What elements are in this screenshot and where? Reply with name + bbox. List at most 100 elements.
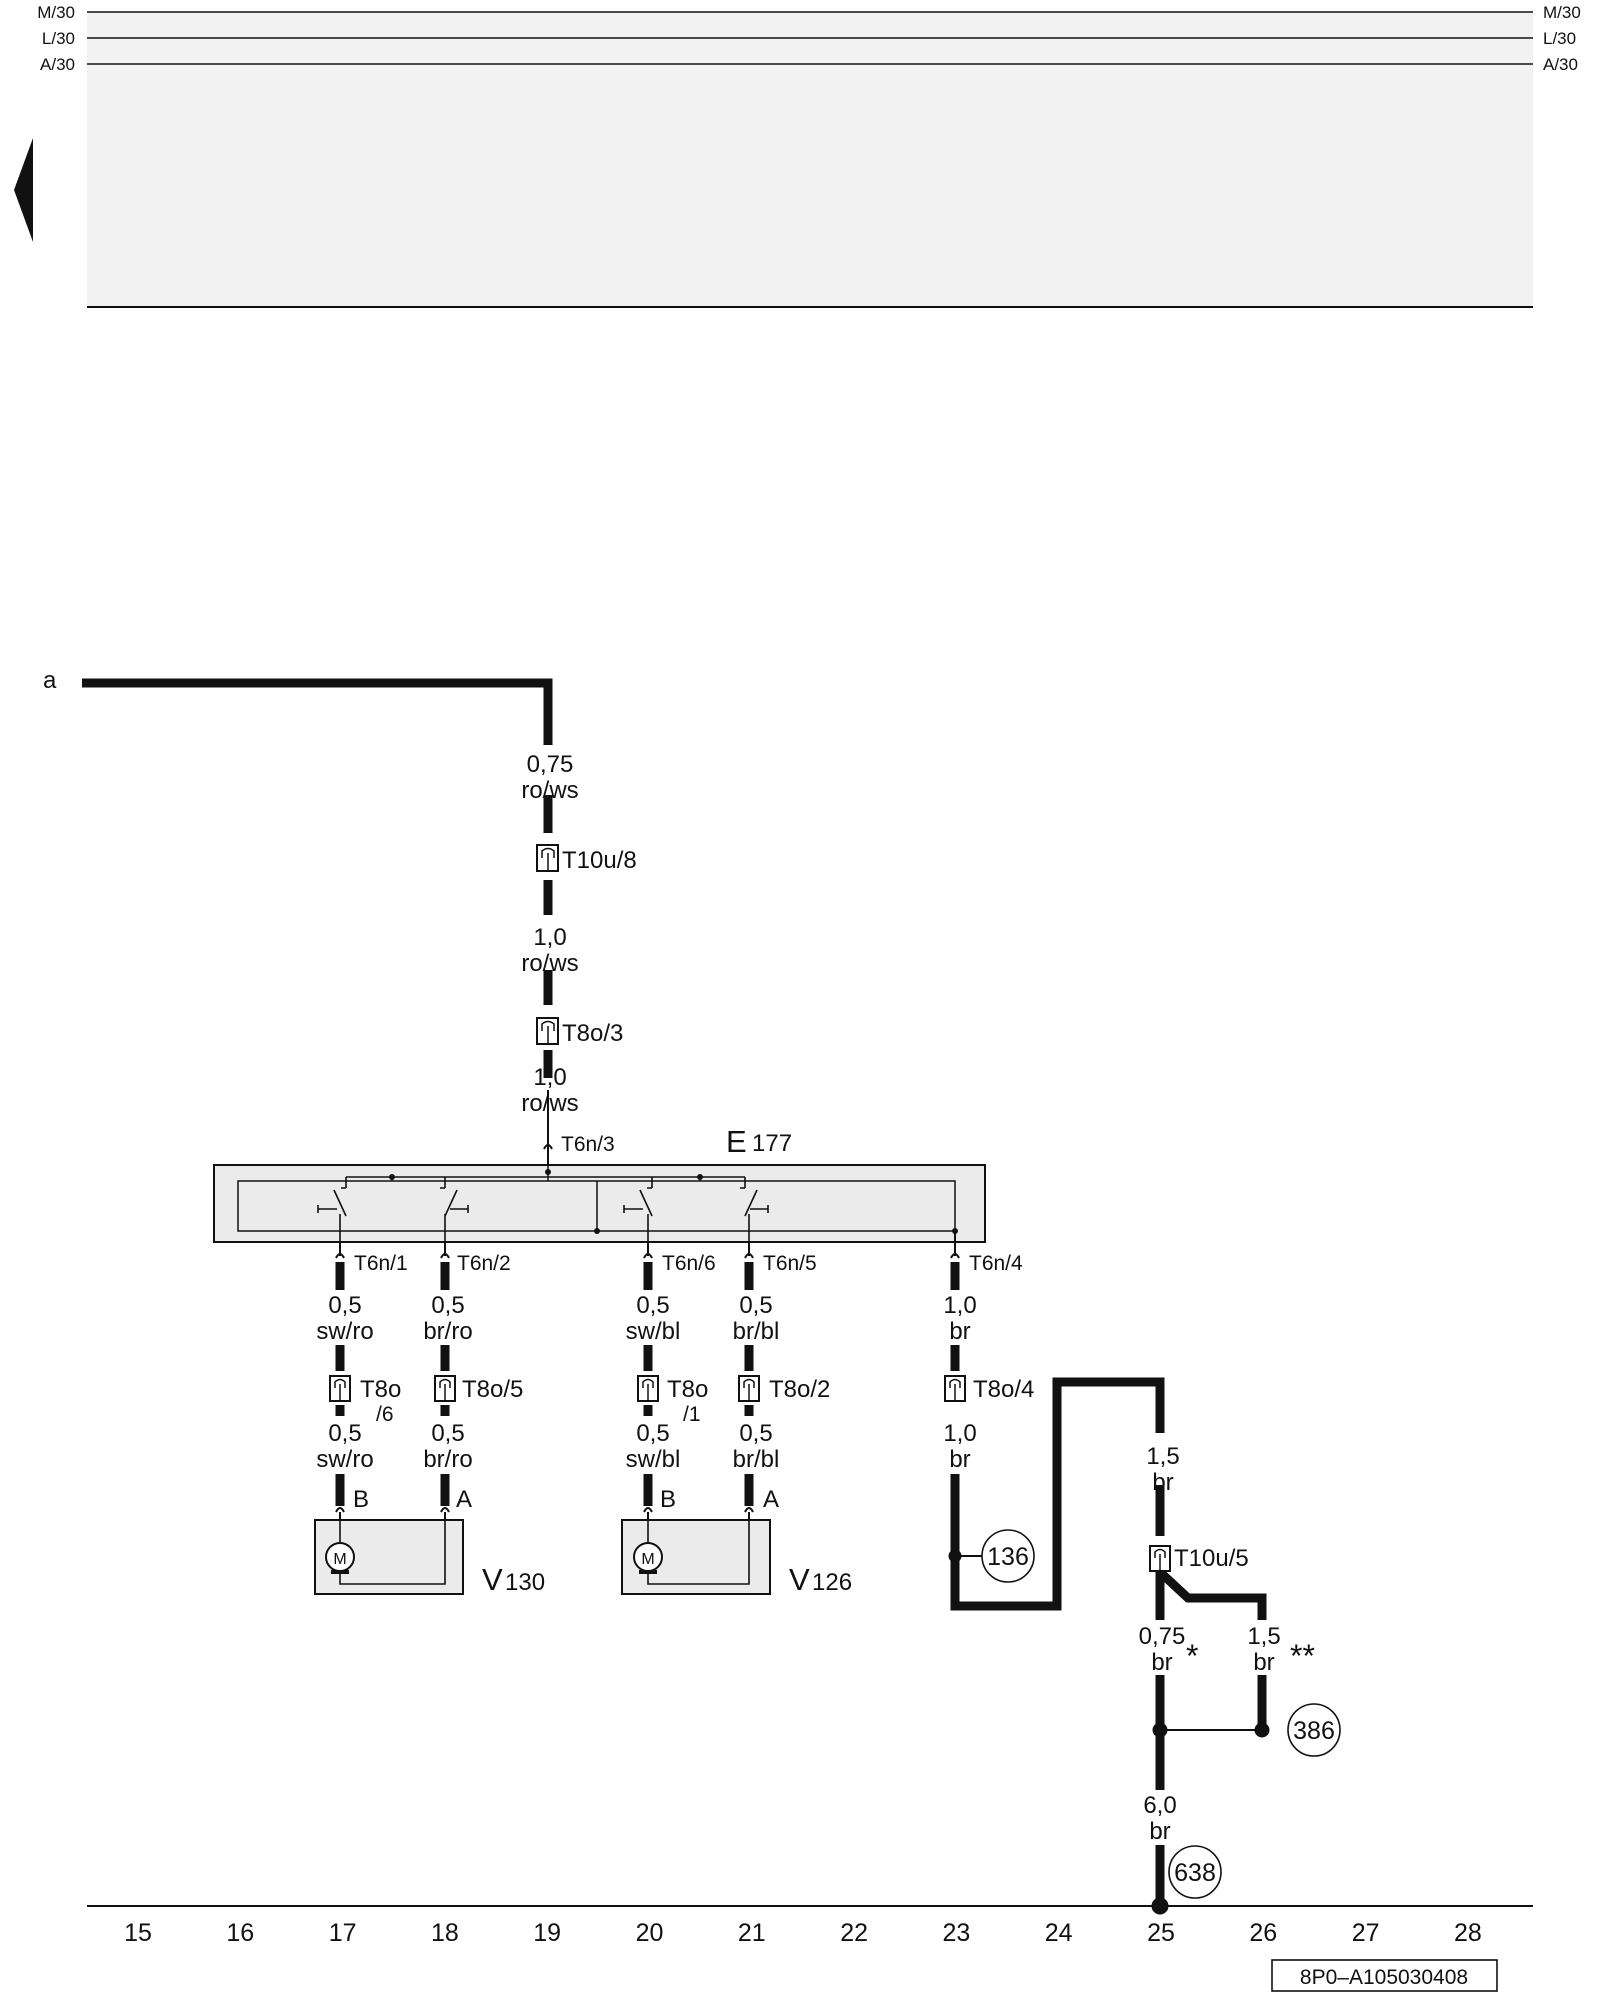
wire-size: 1,0	[943, 1420, 976, 1447]
variant-marker: *	[1186, 1638, 1198, 1674]
wire-color: br	[1151, 1649, 1172, 1676]
column-number: 19	[533, 1919, 561, 1947]
wire-size: 0,5	[636, 1292, 669, 1319]
wire-color: sw/bl	[626, 1446, 681, 1473]
component-letter-v: V	[482, 1562, 503, 1597]
ground-point-136[interactable]: 136	[981, 1529, 1035, 1583]
motor-v126: M V 126	[621, 1519, 852, 1597]
wire-color: br	[949, 1318, 970, 1345]
component-number-130: 130	[505, 1569, 545, 1596]
rail-label-left-m30: M/30	[37, 3, 75, 22]
wire-color: sw/ro	[316, 1446, 373, 1473]
rail-label-right-l30: L/30	[1543, 29, 1576, 48]
connector-label: T8o	[667, 1376, 708, 1403]
wire-size: 6,0	[1143, 1792, 1176, 1819]
connector-t10u8: T10u/8	[536, 844, 637, 874]
wire-color: ro/ws	[521, 1090, 578, 1117]
pin-label-t6n4: T6n/4	[969, 1252, 1023, 1275]
wire-size: 0,75	[527, 751, 574, 778]
wire-size: 0,75	[1139, 1623, 1186, 1650]
connector-t8o3: T8o/3	[536, 1017, 623, 1047]
ground-point-label: 386	[1293, 1717, 1335, 1745]
pin-label-t6n1: T6n/1	[354, 1252, 408, 1275]
motor-v130: M V 130	[314, 1519, 545, 1597]
component-letter-e: E	[726, 1124, 747, 1159]
connector-label: T10u/5	[1174, 1545, 1249, 1572]
wire-color: ro/ws	[521, 950, 578, 977]
rail-label-left-l30: L/30	[42, 29, 75, 48]
connector-label: T8o/3	[562, 1020, 623, 1047]
wire-size: 0,5	[739, 1292, 772, 1319]
column-number: 26	[1249, 1919, 1277, 1947]
e177-output-wires	[335, 1231, 960, 1520]
column-number: 28	[1454, 1919, 1482, 1947]
pin-label-t6n3: T6n/3	[561, 1133, 615, 1156]
motor-symbol-label: M	[333, 1551, 346, 1568]
column-number: 18	[431, 1919, 459, 1947]
connector-label: /6	[376, 1403, 394, 1426]
column-number: 25	[1147, 1919, 1175, 1947]
wire-a-label: a	[43, 667, 57, 694]
wire-color: br	[1152, 1469, 1173, 1496]
wire-a-to-e177: a 0,75 ro/ws 1,0 ro/ws 1,0 ro/ws	[43, 667, 579, 1176]
component-letter-v: V	[789, 1562, 810, 1597]
wire-size: 0,5	[636, 1420, 669, 1447]
wire-color: br/bl	[733, 1318, 780, 1345]
column-number: 23	[942, 1919, 970, 1947]
wire-color: br/ro	[423, 1446, 472, 1473]
ground-point-638[interactable]: 638	[1168, 1845, 1222, 1899]
pin-label-t6n5: T6n/5	[763, 1252, 817, 1275]
ground-point-label: 136	[987, 1543, 1029, 1571]
column-numbers: 15 16 17 18 19 20 21 22 23 24 25 26 27 28	[124, 1919, 1482, 1947]
connector-t10u5: T10u/5	[1149, 1545, 1249, 1572]
switch-module-e177: E 177	[213, 1124, 986, 1243]
reference-code-box: 8P0–A105030408	[1271, 1959, 1498, 1992]
column-number: 16	[226, 1919, 254, 1947]
wire-size: 1,0	[533, 924, 566, 951]
pin-label-t6n6: T6n/6	[662, 1252, 716, 1275]
wire-size: 1,5	[1146, 1443, 1179, 1470]
component-number-126: 126	[812, 1569, 852, 1596]
wire-size: 1,0	[943, 1292, 976, 1319]
connector-label: T8o/5	[462, 1376, 523, 1403]
rail-label-right-m30: M/30	[1543, 3, 1581, 22]
motor-pin-a: A	[763, 1486, 779, 1513]
wire-color: br	[949, 1446, 970, 1473]
column-number: 27	[1352, 1919, 1380, 1947]
connector-label: T8o/2	[769, 1376, 830, 1403]
wire-color: br	[1253, 1649, 1274, 1676]
connector-label: T8o/4	[973, 1376, 1034, 1403]
ground-point-label: 638	[1174, 1859, 1216, 1887]
wire-size: 1,0	[533, 1064, 566, 1091]
column-number: 15	[124, 1919, 152, 1947]
column-number: 22	[840, 1919, 868, 1947]
supply-rail-panel: M/30 L/30 A/30 M/30 L/30 A/30	[37, 3, 1581, 308]
connector-label: T10u/8	[562, 847, 637, 874]
ground-point-386[interactable]: 386	[1287, 1703, 1341, 1757]
wire-color: br	[1149, 1818, 1170, 1845]
column-number: 17	[329, 1919, 357, 1947]
rail-label-right-a30: A/30	[1543, 55, 1578, 74]
motor-symbol-label: M	[641, 1551, 654, 1568]
wire-size: 0,5	[431, 1420, 464, 1447]
motor-pin-b: B	[660, 1486, 676, 1513]
wire-color: ro/ws	[521, 777, 578, 804]
motor-pin-b: B	[353, 1486, 369, 1513]
reference-code: 8P0–A105030408	[1300, 1966, 1468, 1989]
wire-size: 0,5	[328, 1292, 361, 1319]
wire-color: br/ro	[423, 1318, 472, 1345]
wire-color: sw/ro	[316, 1318, 373, 1345]
column-number: 20	[636, 1919, 664, 1947]
connector-label: /1	[683, 1403, 701, 1426]
column-number: 21	[738, 1919, 766, 1947]
wire-color: sw/bl	[626, 1318, 681, 1345]
variant-marker: **	[1290, 1638, 1315, 1674]
wire-color: br/bl	[733, 1446, 780, 1473]
wire-size: 0,5	[431, 1292, 464, 1319]
column-number: 24	[1045, 1919, 1073, 1947]
wire-size: 0,5	[739, 1420, 772, 1447]
pin-label-t6n2: T6n/2	[457, 1252, 511, 1275]
ground-wiring	[948, 1377, 1270, 1915]
page-back-arrow-icon[interactable]	[14, 138, 33, 242]
wire-size: 0,5	[328, 1420, 361, 1447]
